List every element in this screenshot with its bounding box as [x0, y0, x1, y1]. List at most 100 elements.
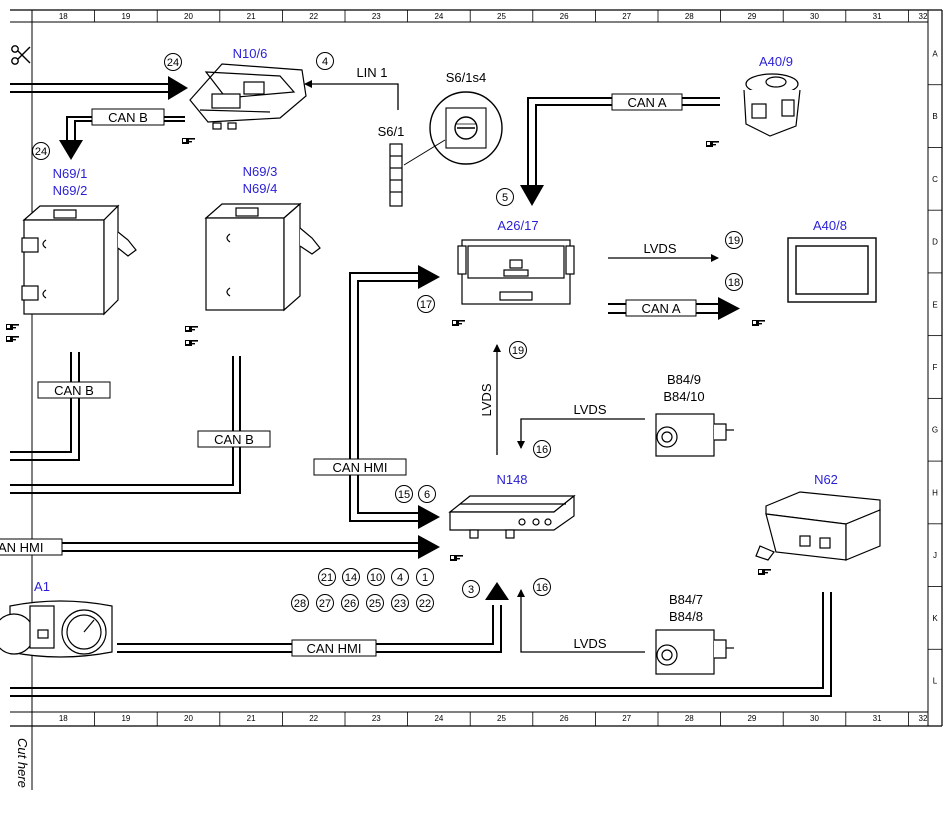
ref-15: 15 — [398, 489, 410, 501]
column-label: 22 — [309, 714, 318, 723]
can-hmi-bottom-label: CAN HMI — [307, 641, 362, 656]
ref-25: 25 — [369, 598, 381, 610]
ref-1: 1 — [422, 572, 428, 584]
row-label: D — [932, 238, 938, 247]
can-hmi-left-label: CAN HMI — [0, 540, 43, 555]
column-label: 21 — [247, 12, 256, 21]
can-b-left-label: CAN B — [54, 383, 94, 398]
reference-numbers: 24 24 4 5 19 18 17 19 16 15 6 21 14 10 4… — [35, 56, 740, 610]
row-label: E — [932, 300, 937, 309]
row-label: K — [932, 614, 938, 623]
column-label: 20 — [184, 714, 193, 723]
hand-pointer-icon — [185, 340, 198, 346]
row-label: H — [932, 488, 938, 497]
hand-pointer-icon — [182, 138, 195, 144]
hand-pointer-icon — [6, 324, 19, 330]
column-label: 26 — [560, 12, 569, 21]
b84-8-label: B84/8 — [669, 609, 703, 624]
ref-27: 27 — [319, 598, 331, 610]
ref-4: 4 — [322, 56, 328, 68]
ref-14: 14 — [345, 572, 357, 584]
column-label: 30 — [810, 12, 819, 21]
ref-3: 3 — [468, 584, 474, 596]
s6-1s4-label: S6/1s4 — [446, 70, 486, 85]
lvds-b84-7-label: LVDS — [574, 636, 607, 651]
hand-pointer-icon — [185, 326, 198, 332]
b84-10-label: B84/10 — [663, 389, 704, 404]
bus-arrowheads — [59, 76, 740, 600]
s6-1-label: S6/1 — [378, 124, 405, 139]
ref-22: 22 — [419, 598, 431, 610]
frame — [10, 9, 943, 790]
column-label: 30 — [810, 714, 819, 723]
hand-pointer-icon — [450, 555, 463, 561]
a1-label: A1 — [34, 579, 50, 594]
ref-5: 5 — [502, 192, 508, 204]
column-label: 23 — [372, 12, 381, 21]
n62-control-unit — [755, 491, 881, 561]
column-label: 29 — [747, 12, 756, 21]
ref-6: 6 — [424, 489, 430, 501]
row-label: L — [933, 677, 938, 686]
lvds-b84-9-label: LVDS — [574, 402, 607, 417]
n69-2-label: N69/2 — [53, 183, 88, 198]
scissors-icon — [11, 45, 31, 65]
can-a-mid-label: CAN A — [641, 301, 680, 316]
column-label: 21 — [247, 714, 256, 723]
row-label: C — [932, 175, 938, 184]
column-label: 19 — [121, 12, 130, 21]
column-label: 24 — [434, 12, 443, 21]
column-label: 32 — [919, 714, 928, 723]
a40-9-label: A40/9 — [759, 54, 793, 69]
column-label: 25 — [497, 714, 506, 723]
reference-circles — [32, 52, 743, 612]
n69-3-module — [204, 202, 321, 312]
column-label: 31 — [873, 12, 882, 21]
n69-4-label: N69/4 — [243, 181, 278, 196]
a40-8-display — [787, 237, 877, 303]
cut-here-label: Cut here — [15, 738, 30, 788]
column-label: 23 — [372, 714, 381, 723]
can-b-mid-label: CAN B — [214, 432, 254, 447]
column-label: 28 — [685, 12, 694, 21]
column-label: 28 — [685, 714, 694, 723]
b84-9-camera — [655, 413, 734, 457]
ref-28: 28 — [294, 598, 306, 610]
ref-4: 4 — [397, 572, 403, 584]
a40-8-label: A40/8 — [813, 218, 847, 233]
b84-9-label: B84/9 — [667, 372, 701, 387]
a40-9-camera-unit — [743, 73, 801, 137]
column-label: 29 — [747, 714, 756, 723]
can-b-top-label: CAN B — [108, 110, 148, 125]
n69-3-label: N69/3 — [243, 164, 278, 179]
hand-pointer-icon — [6, 336, 19, 342]
column-label: 19 — [121, 714, 130, 723]
s6-1-switch-stack — [389, 143, 403, 207]
s6-1s4-switch — [429, 91, 503, 165]
a1-instrument-cluster — [0, 600, 113, 658]
row-label: A — [932, 49, 938, 58]
bus-labels: CAN B LIN 1 CAN A LVDS CAN A CAN B CAN B… — [0, 65, 697, 657]
a26-17-unit — [457, 239, 575, 305]
b84-7-label: B84/7 — [669, 592, 703, 607]
can-a-top-label: CAN A — [627, 95, 666, 110]
hand-pointer-icon — [758, 569, 771, 575]
column-label: 18 — [59, 714, 68, 723]
can-hmi-mid-label: CAN HMI — [333, 460, 388, 475]
column-label: 27 — [622, 714, 631, 723]
n10-6-label: N10/6 — [233, 46, 268, 61]
ref-26: 26 — [344, 598, 356, 610]
ref-10: 10 — [370, 572, 382, 584]
n148-control-unit — [448, 494, 576, 539]
row-label: F — [933, 363, 938, 372]
row-label: J — [933, 551, 937, 560]
column-label: 22 — [309, 12, 318, 21]
row-label: G — [932, 426, 938, 435]
column-label: 20 — [184, 12, 193, 21]
hand-pointer-icon — [706, 141, 719, 147]
ref-16: 16 — [536, 582, 548, 594]
